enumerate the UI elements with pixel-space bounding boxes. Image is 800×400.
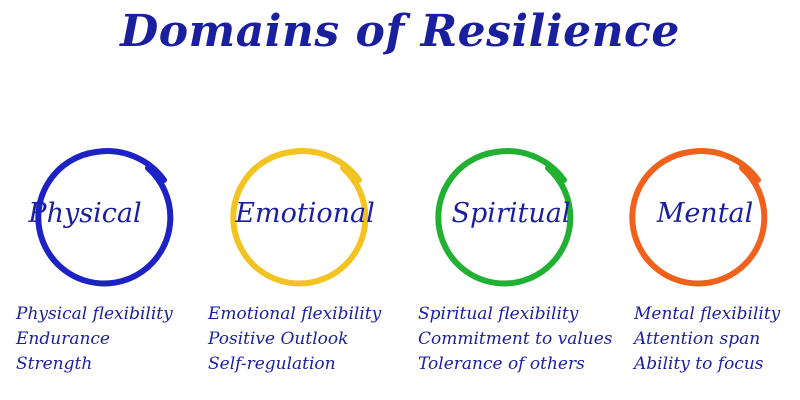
item-emotional-2: Positive Outlook	[208, 329, 349, 349]
item-emotional-1: Emotional flexibility	[208, 304, 382, 324]
item-physical-2: Endurance	[16, 329, 110, 349]
ring-mental-svg	[629, 148, 768, 287]
domain-emotional: Emotional Emotional flexibility Positive…	[208, 140, 408, 390]
ring-emotional-svg	[230, 148, 369, 287]
item-spiritual-3: Tolerance of others	[418, 354, 585, 374]
ring-emotional-stroke	[230, 148, 369, 287]
item-mental-1: Mental flexibility	[634, 304, 781, 324]
domain-mental: Mental Mental flexibility Attention span…	[629, 140, 800, 390]
item-mental-3: Ability to focus	[634, 354, 764, 374]
diagram-title: Domains of Resilience	[120, 6, 680, 57]
ring-mental-stroke	[629, 148, 768, 287]
domain-name-physical: Physical	[28, 198, 142, 229]
item-mental-2: Attention span	[634, 329, 761, 349]
ring-spiritual-svg	[435, 148, 574, 287]
ring-physical-stroke	[35, 148, 174, 287]
items-physical: Physical flexibility Endurance Strength	[16, 302, 173, 377]
domain-physical: Physical Physical flexibility Endurance …	[16, 140, 216, 390]
item-emotional-3: Self-regulation	[208, 354, 336, 374]
ring-mental	[629, 140, 780, 290]
ring-emotional	[230, 140, 381, 290]
item-physical-1: Physical flexibility	[16, 304, 173, 324]
items-emotional: Emotional flexibility Positive Outlook S…	[208, 302, 381, 377]
item-spiritual-1: Spiritual flexibility	[418, 304, 579, 324]
items-mental: Mental flexibility Attention span Abilit…	[634, 302, 780, 377]
ring-spiritual-stroke	[435, 148, 574, 287]
item-spiritual-2: Commitment to values	[418, 329, 613, 349]
ring-spiritual	[435, 140, 586, 290]
ring-physical	[35, 140, 186, 290]
ring-physical-svg	[35, 148, 174, 287]
domain-name-mental: Mental	[656, 198, 754, 229]
items-spiritual: Spiritual flexibility Commitment to valu…	[418, 302, 613, 377]
domain-spiritual: Spiritual Spiritual flexibility Commitme…	[418, 140, 618, 390]
domain-name-spiritual: Spiritual	[451, 198, 571, 229]
item-physical-3: Strength	[16, 354, 93, 374]
domain-name-emotional: Emotional	[235, 198, 375, 229]
